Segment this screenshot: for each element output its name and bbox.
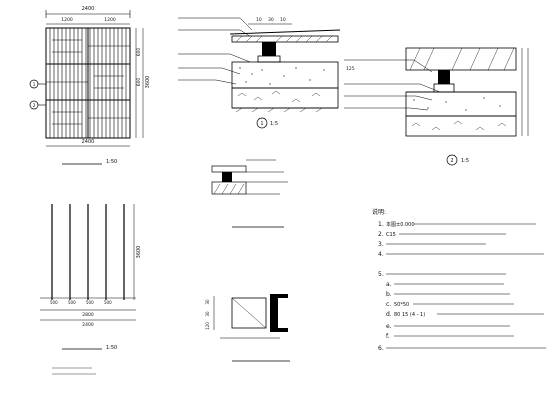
leader-lines (246, 159, 288, 195)
detail-1-marker-label: 1 (260, 121, 263, 127)
vertical-planks (51, 204, 125, 300)
dim-b1: 500 (50, 300, 58, 305)
joist (222, 172, 232, 182)
note-text: 50*50 (394, 302, 409, 308)
dim-bottom-total: 2400 (82, 139, 95, 145)
note-number: 4. (378, 251, 384, 258)
dim-b3: 500 (86, 300, 94, 305)
plan-panel: 2400 1200 1200 600 600 3600 2400 (29, 6, 151, 165)
dim-top-b: 1200 (104, 17, 116, 23)
dim-top-total: 2400 (82, 6, 95, 12)
section-marker-upper-label: 1 (33, 82, 36, 88)
note-number: 2. (378, 231, 384, 238)
note-text: 80 15 (4 - 1) (394, 312, 425, 318)
concrete-dots (239, 67, 325, 85)
deck-top-board (229, 29, 341, 35)
base (211, 181, 247, 195)
steel-bracket (257, 55, 281, 63)
detail-2-marker (446, 154, 458, 166)
deck-edge-beam (405, 47, 517, 71)
deck-board (231, 35, 339, 43)
steel-web (270, 294, 278, 332)
dim-h3: 120 (205, 322, 210, 330)
dim-b2: 500 (68, 300, 76, 305)
note-number: 3. (378, 241, 384, 248)
plate-diagonal (231, 297, 267, 329)
steel-section: 30 30 120 (205, 294, 290, 362)
small-detail (211, 159, 288, 228)
detail-1: 10 30 10 (178, 17, 355, 129)
timber-joist (262, 42, 276, 56)
note-number: f. (386, 333, 390, 340)
dim-d3: 10 (280, 17, 286, 23)
steel-flange-bottom (278, 328, 288, 332)
note-text: 本图±0.000 (386, 221, 415, 228)
plan-2-title-scale: 1:50 (106, 345, 117, 351)
note-text: C15 (386, 232, 396, 238)
note-number: a. (386, 281, 392, 288)
dim-h1: 30 (205, 299, 210, 305)
note-number: c. (386, 301, 391, 308)
detail-1-marker (256, 117, 268, 129)
leader-lines (344, 59, 441, 111)
steel-plate (231, 297, 267, 329)
dim-h2: 30 (205, 311, 210, 317)
hatch-board (235, 35, 333, 43)
steel-flange-top (278, 294, 288, 298)
gravel-layer (231, 87, 339, 109)
dim-bottom-a: 2800 (82, 312, 94, 318)
note-number: 6. (378, 345, 384, 352)
beam-hatch (409, 47, 515, 71)
note-number: b. (386, 291, 392, 298)
notes-heading: 说明: (372, 208, 386, 216)
detail-1-scale: 1:5 (270, 121, 278, 127)
gravel-layer (405, 115, 517, 137)
board (211, 165, 247, 173)
dim-side: 3600 (136, 246, 142, 259)
soil-hatch (235, 107, 323, 113)
dim-bottom-b: 2400 (82, 322, 94, 328)
plan-panel-2: 3600 500 500 500 500 2800 2400 1:50 (40, 204, 142, 375)
leader-lines (178, 17, 257, 85)
dim-d4: 125 (346, 66, 355, 72)
deck-planking-pattern (46, 28, 130, 138)
dim-d1: 10 (256, 17, 262, 23)
concrete-dots (413, 97, 501, 111)
detail-2-scale: 1:5 (461, 158, 469, 164)
note-number: 1. (378, 221, 384, 228)
dim-d2: 30 (268, 17, 274, 23)
detail-2: 2 1:5 (344, 47, 529, 166)
base-hatch (213, 183, 245, 195)
plan-title-scale: 1:50 (106, 159, 117, 165)
concrete-layer (231, 61, 339, 89)
note-number: d. (386, 311, 392, 318)
gravel-hatch (237, 90, 321, 103)
detail-2-marker-label: 2 (450, 158, 453, 164)
dim-top-a: 1200 (61, 17, 73, 23)
timber-joist (438, 70, 450, 84)
dim-right-a: 600 (136, 48, 142, 57)
gravel-hatch (411, 120, 507, 131)
dim-b4: 500 (104, 300, 112, 305)
section-marker-lower-label: 2 (33, 103, 36, 109)
concrete-layer (405, 91, 517, 117)
dim-right-b: 600 (136, 78, 142, 87)
note-number: 5. (378, 271, 384, 278)
dim-right-total: 3600 (145, 76, 151, 89)
note-number: e. (386, 323, 392, 330)
